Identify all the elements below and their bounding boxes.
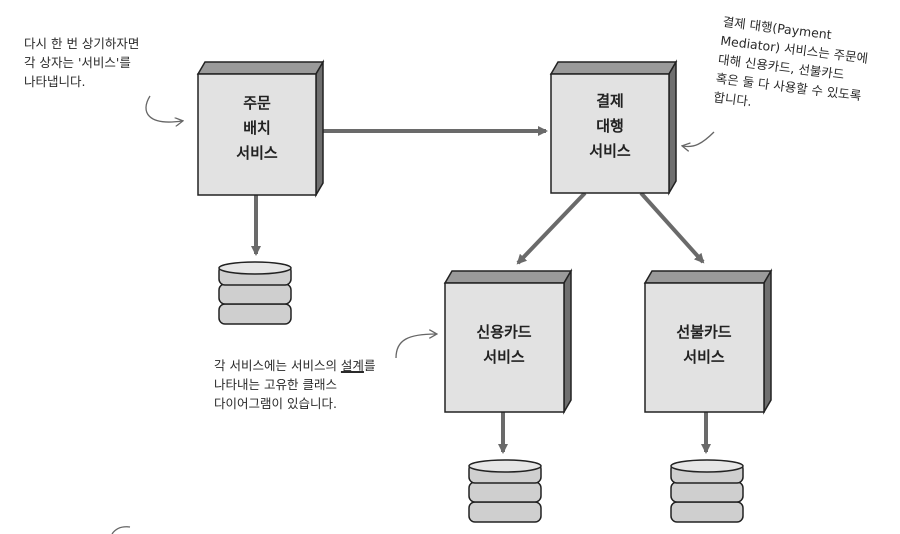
payment-mediator-service-box: 결제 대행 서비스 — [549, 59, 678, 196]
note-design-emphasis: 설계 — [340, 358, 364, 373]
note-class-diagram: 각 서비스에는 서비스의 설계를 나타내는 고유한 클래스 다이어그램이 있습니… — [214, 356, 375, 413]
payment-mediator-label-3: 서비스 — [589, 142, 631, 160]
credit-card-label-2: 서비스 — [483, 348, 525, 366]
note-restate-line-1: 다시 한 번 상기하자면 — [24, 36, 140, 51]
order-batch-label-1: 주문 — [243, 94, 271, 112]
payment-mediator-label-1: 결제 — [596, 92, 624, 110]
order-batch-label-3: 서비스 — [236, 144, 278, 162]
note-restate-line-3: 나타냅니다. — [24, 74, 86, 89]
note-mediator-pointer-icon — [683, 131, 715, 146]
prepaid-card-database-icon — [670, 459, 744, 523]
prepaid-card-label-1: 선불카드 — [676, 323, 731, 341]
arrow-payment-to-prepaid — [639, 191, 705, 264]
note-design-prefix: 각 서비스에는 서비스의 — [214, 358, 341, 373]
note-design-line-1: 각 서비스에는 서비스의 설계를 — [214, 356, 375, 375]
note-restate-line-2: 각 상자는 '서비스'를 — [24, 55, 131, 70]
note-design-line-2: 나타내는 고유한 클래스 — [214, 377, 337, 392]
note-design-pointer-icon — [395, 334, 436, 359]
order-database-icon — [218, 261, 292, 325]
note-design-line-3: 다이어그램이 있습니다. — [214, 396, 337, 411]
order-batch-label-2: 배치 — [243, 119, 271, 137]
prepaid-card-service-box: 선불카드 서비스 — [643, 268, 773, 415]
payment-mediator-label-2: 대행 — [596, 117, 624, 135]
note-restate: 다시 한 번 상기하자면 각 상자는 '서비스'를 나타냅니다. — [24, 34, 139, 91]
note-design-suffix: 를 — [363, 358, 376, 373]
credit-card-service-box: 신용카드 서비스 — [443, 268, 573, 415]
prepaid-card-label-2: 서비스 — [683, 348, 725, 366]
note-payment-mediator: 결제 대행(Payment Mediator) 서비스는 주문에 대해 신용카드… — [712, 12, 871, 124]
arrow-payment-to-credit — [516, 191, 587, 265]
credit-card-database-icon — [468, 459, 542, 523]
credit-card-label-1: 신용카드 — [476, 323, 531, 341]
note-restate-pointer-icon — [145, 95, 182, 122]
bottom-corner-mark — [111, 526, 131, 534]
order-batch-service-box: 주문 배치 서비스 — [196, 59, 325, 198]
